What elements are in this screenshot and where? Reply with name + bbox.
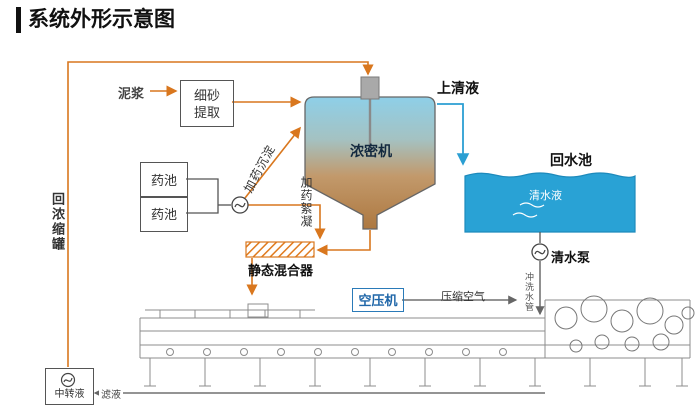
- clean-water-pump-icon: [531, 243, 549, 261]
- thickener-label: 浓密机: [350, 143, 392, 159]
- piping-gray: [93, 178, 545, 398]
- thickener-tank: [304, 76, 436, 230]
- belt-return-rollers: [166, 348, 507, 356]
- return-pool-label: 回水池: [550, 152, 592, 168]
- static-mixer-label: 静态混合器: [248, 263, 314, 278]
- static-mixer-body: [245, 241, 315, 258]
- chemical-pool-box-2: 药池: [140, 196, 188, 232]
- fine-sand-label-line1: 细砂: [193, 87, 220, 103]
- transfer-pump-icon: [60, 372, 76, 388]
- transfer-liquid-label: 中转液: [54, 389, 85, 400]
- piping-blue: [437, 103, 470, 166]
- fine-sand-label-line2: 提取: [193, 104, 220, 120]
- press-rollers: [554, 295, 695, 353]
- clear-water-label: 清水液: [529, 190, 562, 202]
- water-wave-icon: [512, 202, 545, 218]
- chemical-pool-label-1: 药池: [150, 172, 177, 188]
- chemical-pool-box-1: 药池: [140, 162, 188, 198]
- page-title: 系统外形示意图: [16, 7, 175, 33]
- filtrate-label: 滤液: [99, 386, 123, 401]
- compressed-air-label: 压缩空气: [441, 291, 485, 303]
- return-concentrator-label: 回浓缩罐: [50, 192, 65, 252]
- return-water-pool: [464, 172, 636, 233]
- transfer-tank-box: 中转液: [45, 368, 94, 405]
- dosing-pump-icon: [231, 196, 249, 214]
- air-compressor-box: 空压机: [352, 288, 404, 312]
- air-compressor-label: 空压机: [358, 292, 398, 308]
- thickener-motor: [360, 76, 380, 100]
- piping-orange: [67, 61, 374, 367]
- dosing-flocculation-label: 加药絮凝: [299, 176, 313, 228]
- belt-filter-press: [139, 295, 695, 387]
- supernatant-label: 上清液: [437, 80, 479, 96]
- flush-water-label: 冲洗水管: [524, 272, 534, 312]
- fine-sand-extraction-box: 细砂 提取: [180, 80, 234, 127]
- mud-label: 泥浆: [118, 86, 145, 101]
- clean-water-pump-label: 清水泵: [551, 250, 591, 265]
- chemical-pool-label-2: 药池: [150, 206, 177, 222]
